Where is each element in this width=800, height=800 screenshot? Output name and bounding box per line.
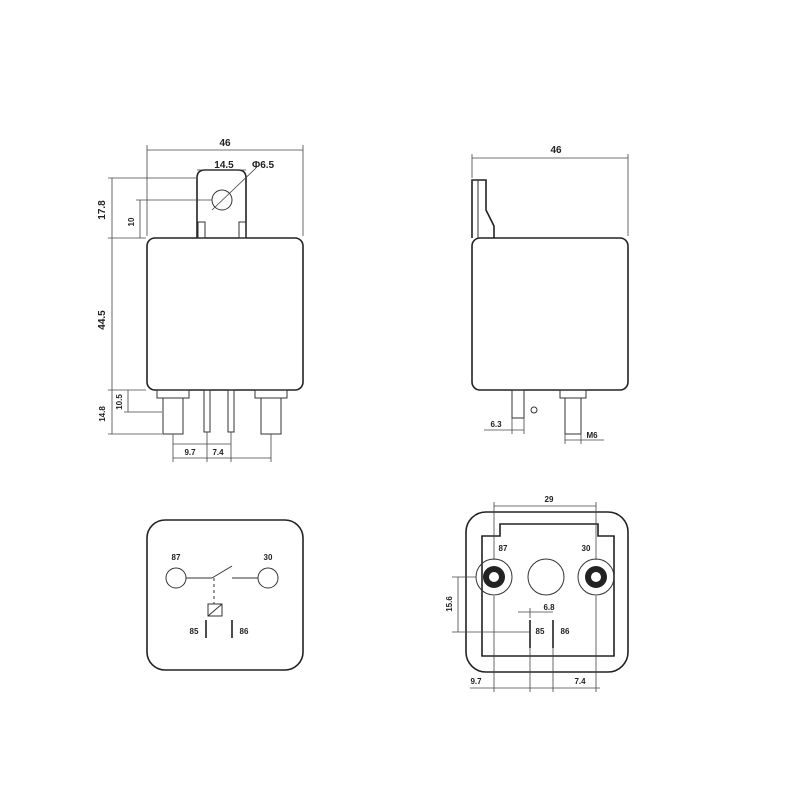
bottom-dim-pitch-right: 7.4 bbox=[574, 677, 586, 686]
dim-pitch-right: 7.4 bbox=[212, 448, 224, 457]
pin-87-circle bbox=[165, 567, 187, 589]
dim-front-width: 46 bbox=[219, 138, 231, 149]
terminal-30-base bbox=[254, 389, 288, 399]
dim-terminal-short: 10.5 bbox=[115, 394, 124, 410]
terminal-86 bbox=[227, 389, 235, 433]
dim-height-offset: 15.6 bbox=[445, 596, 454, 612]
dim-tab-height: 10 bbox=[127, 217, 136, 226]
side-blade bbox=[511, 389, 525, 419]
schematic-view: 87 30 85 86 bbox=[146, 519, 304, 671]
dim-body-height: 44.5 bbox=[97, 310, 108, 330]
front-body bbox=[146, 237, 304, 391]
schematic-frame bbox=[146, 519, 304, 671]
pin-30-circle bbox=[257, 567, 279, 589]
side-tab bbox=[471, 179, 495, 238]
dim-tab-width: 14.5 bbox=[214, 160, 234, 171]
side-stud bbox=[564, 397, 582, 435]
dim-pin-spacing: 29 bbox=[545, 495, 554, 504]
dim-top-height: 17.8 bbox=[97, 200, 108, 220]
label-pin-87: 87 bbox=[172, 553, 181, 562]
bottom-dim-pitch-left: 9.7 bbox=[470, 677, 482, 686]
switch-contact bbox=[211, 565, 233, 579]
label-pin-30: 30 bbox=[264, 553, 273, 562]
bottom-label-85: 85 bbox=[536, 627, 545, 636]
bottom-center-hole bbox=[527, 558, 565, 596]
label-pin-85: 85 bbox=[190, 627, 199, 636]
bottom-label-87: 87 bbox=[499, 544, 508, 553]
dim-stud: M6 bbox=[586, 431, 598, 440]
terminal-87 bbox=[162, 397, 184, 435]
dim-hole-diameter: Φ6.5 bbox=[252, 160, 275, 171]
bottom-label-86: 86 bbox=[561, 627, 570, 636]
dim-terminal-length: 14.8 bbox=[98, 406, 107, 422]
side-view: 46 6.3 M6 bbox=[471, 145, 629, 444]
side-body bbox=[471, 237, 629, 391]
bottom-view: 87 30 85 86 29 15.6 6.8 9.7 7.4 bbox=[445, 495, 629, 692]
terminal-87-base bbox=[156, 389, 190, 399]
dim-side-width: 46 bbox=[550, 145, 562, 156]
relay-coil bbox=[207, 603, 223, 617]
label-pin-86: 86 bbox=[240, 627, 249, 636]
dim-blade-gap: 6.8 bbox=[543, 603, 555, 612]
terminal-30 bbox=[260, 397, 282, 435]
dim-blade-width: 6.3 bbox=[490, 420, 502, 429]
front-view: 46 14.5 Φ6.5 17.8 10 44.5 14.8 10.5 9.7 … bbox=[97, 138, 304, 462]
terminal-85 bbox=[203, 389, 211, 433]
bottom-label-30: 30 bbox=[582, 544, 591, 553]
dim-pitch-left: 9.7 bbox=[184, 448, 196, 457]
bottom-frame bbox=[465, 511, 629, 673]
